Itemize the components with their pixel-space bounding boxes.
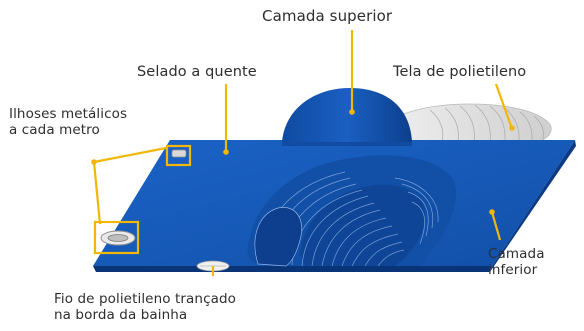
label-bottom-line1: Camada: [488, 246, 545, 262]
label-eyelets-line1: Ilhoses metálicos: [9, 106, 128, 122]
label-eyelets: Ilhoses metálicos a cada metro: [9, 106, 127, 138]
label-top-layer: Camada superior: [262, 7, 393, 25]
rolled-layer: [247, 155, 457, 267]
label-bottom-layer: Camada inferior: [488, 246, 545, 278]
callout-bottom-layer: [490, 211, 502, 241]
label-rope-line1: Fio de polietileno trançado: [54, 291, 236, 307]
label-heat-sealed: Selado a quente: [137, 64, 257, 80]
label-rope: Fio de polietileno trançado na borda da …: [54, 291, 236, 323]
eyelet-bottom: [100, 230, 136, 246]
callout-eyelets: [93, 146, 167, 164]
callout-eyelets-down: [92, 161, 102, 225]
label-eyelets-line2: a cada metro: [9, 122, 100, 138]
eyelet-top-frame: [165, 144, 192, 167]
bottom-layer-side: [490, 140, 576, 272]
callout-lines: [91, 30, 515, 276]
top-layer-dome: [282, 88, 412, 142]
eyelet-bottom-frame: [93, 220, 140, 255]
label-mesh: Tela de polietileno: [393, 64, 527, 80]
dome-base-shadow: [282, 142, 412, 146]
label-bottom-line2: inferior: [488, 262, 538, 278]
bottom-layer-edge: [93, 266, 492, 272]
label-rope-line2: na borda da bainha: [54, 307, 188, 323]
callout-mesh: [494, 83, 513, 127]
eyelet-top: [171, 149, 187, 158]
